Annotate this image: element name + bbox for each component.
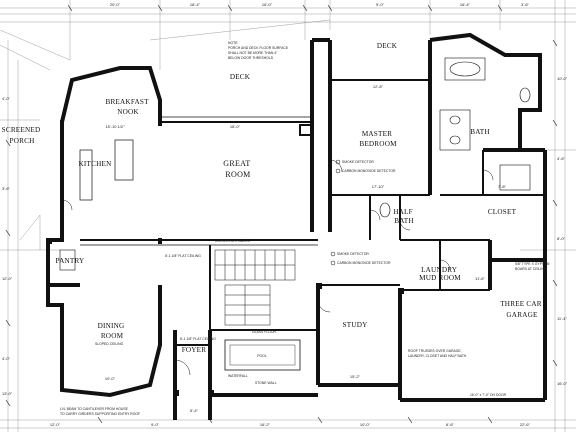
dim-left-5: 13'-0" [2,391,13,396]
room-labels: SCREENED PORCH BREAKFAST NOOK KITCHEN GR… [2,42,544,358]
dim-left-3: 12'-0" [2,276,13,281]
great-room-label: GREAT ROOM [223,159,252,179]
kitchen-label: KITCHEN [79,160,113,168]
smoke-detector-note-2: SMOKE DETECTOR [337,252,369,256]
bath-label: BATH [470,128,490,136]
dimensions-bottom: 12'-0" 9'-0" 16'-2" 10'-0" 6'-6" 22'-6" [50,422,531,427]
dim-int-1: 15'-10 1/2" [105,124,125,129]
co-detector-note-1: CARBON MONOXIDE DETECTOR [342,169,396,173]
deck-right-label: DECK [377,42,398,50]
dim-int-9: 5'-4" [190,408,199,413]
waterfall-note: WATERFALL [228,374,248,378]
dim-top-1: 20'-0" [110,2,121,7]
wall-fills [46,118,547,396]
dim-top-5: 16'-4" [460,2,471,7]
pool-outline [224,339,301,371]
smoke-detector-note-1: SMOKE DETECTOR [342,160,374,164]
master-bedroom-label: MASTER BEDROOM [359,130,397,148]
stone-wall-note: STONE WALL [255,381,277,385]
dimensions-interior: 15'-10 1/2" 18'-0" 12'-8" 17'-10" 10'-0"… [105,84,507,413]
dim-int-3: 12'-8" [373,84,384,89]
closet-label: CLOSET [488,208,517,216]
deck-upper-label: DECK [230,73,251,81]
glass-floor-note: GLASS FLOOR [252,330,276,334]
dimensions-left: 4'-0" 3'-6" 12'-0" 4'-0" 13'-0" [2,96,13,396]
dim-right-4: 11'-4" [557,316,567,321]
dimension-ticks [5,4,558,424]
stairs [214,249,296,326]
dim-int-4: 17'-10" [372,184,385,189]
garage-ceiling-note: 5/8" TYPE X GYPSUM BOARD AT CEILING [515,262,550,271]
dim-top-2: 18'-4" [190,2,201,7]
dim-int-2: 18'-0" [230,124,241,129]
dim-top-3: 16'-0" [262,2,273,7]
dim-right-2: 4'-6" [557,156,566,161]
laundry-label: LAUNDRY MUD ROOM [419,266,461,282]
dim-left-1: 4'-0" [2,96,11,101]
study-label: STUDY [343,321,369,329]
dim-right-1: 10'-0" [557,76,568,81]
co-detector-note-2: CARBON MONOXIDE DETECTOR [337,261,391,265]
garage-door-note: 16'-0" x 7'-0" OH DOOR [470,393,507,397]
dim-bottom-2: 9'-0" [151,422,160,427]
dim-bottom-5: 6'-6" [446,422,455,427]
dim-right-3: 8'-0" [557,236,566,241]
dim-right-5: 16'-0" [557,381,568,386]
screened-porch-label: SCREENED PORCH [2,126,43,145]
foyer-label: FOYER [182,346,207,354]
dim-bottom-6: 22'-6" [520,422,531,427]
dim-bottom-1: 12'-0" [50,422,61,427]
notes: NOTE: PORCH AND DECK FLOOR SURFACE SHALL… [60,41,550,416]
dimensions-right: 10'-0" 4'-6" 8'-0" 11'-4" 16'-0" [557,76,568,386]
dim-int-6: 15'-2" [350,374,361,379]
dim-left-2: 3'-6" [2,186,11,191]
dim-int-8: 7'-8" [498,184,507,189]
breakfast-nook-label: BREAKFAST NOOK [105,98,150,116]
dim-bottom-3: 16'-2" [260,422,271,427]
bath-fixtures [59,57,531,271]
lvl-beam-note: LVL BEAM TO CANTILEVER FROM HOUSE TO CAR… [60,407,140,416]
pool-inner [229,344,296,366]
dimensions-top: 20'-0" 18'-4" 16'-0" 9'-0" 16'-4" 3'-6" [110,2,530,7]
detector-symbols [330,159,341,266]
deck-note: NOTE: PORCH AND DECK FLOOR SURFACE SHALL… [228,41,289,60]
roof-trusses-note: ROOF TRUSSES OVER GARAGE, LAUNDRY, CLOSE… [408,349,467,358]
dim-top-4: 9'-0" [376,2,385,7]
dim-top-6: 3'-6" [521,2,530,7]
walls [46,32,547,420]
pool-label: POOL [257,354,267,358]
flat-ceiling-note-2: 8'-1 1/8" FLAT CEILING [180,337,216,341]
dim-int-7: 11'-6" [475,276,485,281]
pantry-label: PANTRY [56,257,86,265]
sloped-ceiling-note: SLOPED CEILING [95,342,124,346]
dim-int-5: 10'-0" [105,376,116,381]
garage-label: THREE CAR GARAGE [500,300,544,319]
clerestory-note: CLERESTORY ABOVE [215,239,251,243]
flat-ceiling-note-1: 8'-1 1/8" FLAT CEILING [165,254,201,258]
dim-left-4: 4'-0" [2,356,11,361]
door-swings [61,159,494,376]
half-bath-label: HALF BATH [393,208,415,225]
dim-bottom-4: 10'-0" [360,422,371,427]
dining-room-label: DINING ROOM [98,322,127,340]
